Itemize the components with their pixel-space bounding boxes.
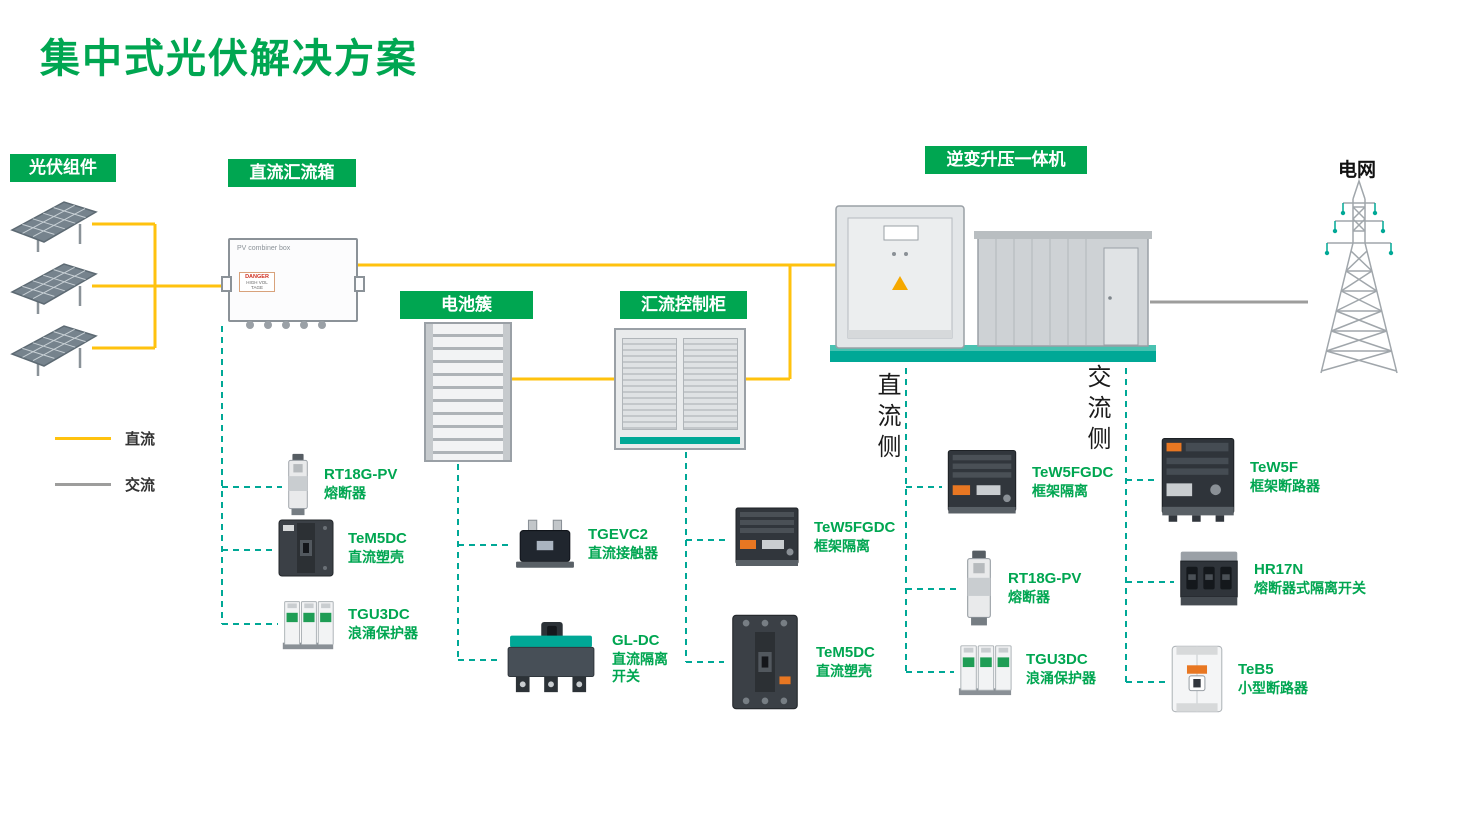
product-desc: 浪涌保护器	[348, 624, 418, 641]
product-tem5dc-2: TeM5DC 直流塑壳	[726, 612, 875, 712]
tem5dc-image	[726, 612, 804, 712]
product-desc: 框架断路器	[1250, 478, 1320, 495]
product-name: RT18G-PV	[1008, 569, 1082, 587]
product-name: TeM5DC	[348, 529, 407, 547]
product-rt18g-pv-2: RT18G-PV 熔断器	[962, 548, 1081, 628]
product-desc: 浪涌保护器	[1026, 669, 1096, 686]
product-name: GL-DC	[612, 632, 660, 650]
product-desc: 熔断器式隔离开关	[1254, 579, 1366, 596]
tew5f-image	[1158, 432, 1238, 523]
product-label: TeB5 小型断路器	[1238, 661, 1308, 697]
inverter-station-image	[828, 198, 1158, 368]
product-name: TeW5FGDC	[814, 518, 896, 536]
danger-text: DANGER	[245, 274, 269, 280]
product-gl-dc: GL-DC 直流隔离 开关	[502, 620, 668, 698]
product-desc: 直流隔离 开关	[612, 650, 668, 685]
product-label: TeW5F 框架断路器	[1250, 459, 1320, 495]
product-name: TGU3DC	[1026, 650, 1088, 668]
product-name: TeW5F	[1250, 459, 1299, 477]
combiner-control-badge: 汇流控制柜	[620, 291, 747, 319]
product-label: RT18G-PV 熔断器	[1008, 570, 1081, 606]
page-title: 集中式光伏解决方案	[40, 37, 418, 81]
rt18g-pv-image	[962, 548, 996, 628]
legend-ac: 交流	[55, 474, 155, 495]
dc-combiner-badge: 直流汇流箱	[228, 159, 356, 187]
product-tem5dc-1: TeM5DC 直流塑壳	[276, 518, 407, 578]
product-tgu3dc-1: TGU3DC 浪涌保护器	[280, 596, 418, 652]
dc-combiner-box-image: PV combiner box DANGER HIGH VOL TAGE	[221, 238, 365, 329]
solar-panel-row-2	[8, 258, 100, 316]
product-desc: 直流塑壳	[816, 662, 872, 679]
product-desc: 直流接触器	[588, 544, 658, 561]
product-label: TGU3DC 浪涌保护器	[348, 606, 418, 642]
solar-panel-row-1	[8, 196, 100, 254]
product-label: TGU3DC 浪涌保护器	[1026, 651, 1096, 687]
rt18g-pv-image	[284, 452, 312, 517]
tgevc2-image	[514, 518, 576, 570]
product-tew5fgdc-1: TeW5FGDC 框架隔离	[732, 502, 895, 572]
combiner-box-text: PV combiner box	[237, 245, 291, 252]
station-platform	[830, 350, 1156, 362]
product-tew5fgdc-2: TeW5FGDC 框架隔离	[944, 444, 1113, 520]
tgu3dc-image	[280, 596, 336, 652]
danger-sticker: DANGER HIGH VOL TAGE	[239, 272, 275, 292]
product-name: TGU3DC	[348, 605, 410, 623]
high-voltage-text: HIGH VOL TAGE	[246, 280, 268, 290]
tgu3dc-image	[956, 640, 1014, 698]
cabinet-door-left	[622, 338, 677, 430]
product-rt18g-pv-1: RT18G-PV 熔断器	[284, 452, 397, 517]
product-label: HR17N 熔断器式隔离开关	[1254, 561, 1366, 597]
legend-ac-line	[55, 483, 111, 486]
ac-side-label: 交流侧	[1083, 364, 1110, 457]
product-hr17n: HR17N 熔断器式隔离开关	[1176, 546, 1366, 612]
product-tgu3dc-2: TGU3DC 浪涌保护器	[956, 640, 1096, 698]
product-label: TeM5DC 直流塑壳	[816, 644, 875, 680]
grid-label: 电网	[1338, 160, 1377, 181]
product-teb5: TeB5 小型断路器	[1168, 642, 1308, 716]
product-tew5f: TeW5F 框架断路器	[1158, 432, 1320, 523]
product-name: TeW5FGDC	[1032, 463, 1114, 481]
product-label: TGEVC2 直流接触器	[588, 526, 658, 562]
product-tgevc2: TGEVC2 直流接触器	[514, 518, 658, 570]
product-label: GL-DC 直流隔离 开关	[612, 632, 668, 686]
teb5-image	[1168, 642, 1226, 716]
dc-side-label: 直流侧	[873, 372, 900, 465]
inverter-display	[883, 225, 919, 241]
legend-dc-label: 直流	[125, 431, 156, 448]
warning-triangle-icon	[892, 276, 908, 290]
product-label: TeW5FGDC 框架隔离	[1032, 464, 1113, 500]
cabinet-base	[620, 437, 740, 444]
product-desc: 熔断器	[324, 485, 366, 502]
product-label: TeM5DC 直流塑壳	[348, 530, 407, 566]
pv-modules-badge: 光伏组件	[10, 154, 116, 182]
legend-dc-line	[55, 437, 111, 440]
product-name: HR17N	[1254, 560, 1304, 578]
gl-dc-image	[502, 620, 600, 698]
product-name: TGEVC2	[588, 525, 649, 543]
inverter-booster-badge: 逆变升压一体机	[925, 146, 1087, 174]
product-desc: 框架隔离	[1032, 482, 1088, 499]
solar-panel-row-3	[8, 320, 100, 378]
tew5fgdc-image	[944, 444, 1020, 520]
product-label: RT18G-PV 熔断器	[324, 466, 397, 502]
battery-cluster-badge: 电池簇	[400, 291, 533, 319]
hr17n-image	[1176, 546, 1242, 612]
product-desc: 小型断路器	[1238, 679, 1308, 696]
product-name: TeM5DC	[816, 643, 875, 661]
product-desc: 框架隔离	[814, 537, 870, 554]
control-cabinet-image	[614, 328, 746, 450]
product-desc: 熔断器	[1008, 588, 1050, 605]
product-name: RT18G-PV	[324, 466, 398, 484]
tew5fgdc-image	[732, 502, 802, 572]
transmission-tower-image	[1293, 173, 1425, 375]
legend-dc: 直流	[55, 428, 155, 449]
cable-glands	[246, 321, 326, 329]
legend-ac-label: 交流	[125, 477, 156, 494]
product-desc: 直流塑壳	[348, 548, 404, 565]
cabinet-door-right	[683, 338, 738, 430]
product-name: TeB5	[1238, 660, 1274, 678]
tem5dc-image	[276, 518, 336, 578]
product-label: TeW5FGDC 框架隔离	[814, 519, 895, 555]
battery-rack-image	[424, 322, 512, 462]
